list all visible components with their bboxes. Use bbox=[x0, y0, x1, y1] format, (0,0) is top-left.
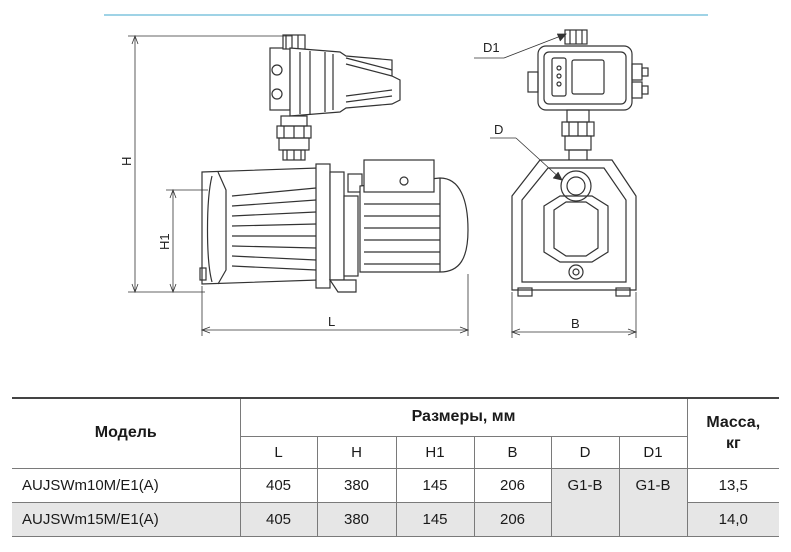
cell-l: 405 bbox=[239, 501, 318, 537]
side-view bbox=[199, 34, 469, 293]
table-row: AUJSWm10M/E1(A) 405 380 145 206 G1-B G1-… bbox=[12, 467, 780, 537]
cell-mass: 14,0 bbox=[686, 501, 780, 537]
column-header: B bbox=[473, 435, 552, 469]
dim-label-d1: D1 bbox=[483, 40, 500, 55]
motor-side bbox=[328, 159, 469, 293]
mass-header: Масса, кг bbox=[686, 397, 780, 469]
column-header: H1 bbox=[395, 435, 475, 469]
column-header: D1 bbox=[618, 435, 688, 469]
table-row: AUJSWm15M/E1(A) 405 380 145 206 14,0 bbox=[12, 501, 780, 537]
model-header: Модель bbox=[12, 397, 241, 469]
column-header: L bbox=[239, 435, 318, 469]
cell-l: 405 bbox=[239, 467, 318, 503]
dimension-lines-front bbox=[474, 33, 638, 338]
cell-d1-shared: G1-B bbox=[618, 467, 688, 537]
table-header-row-1: Модель Размеры, мм Масса, кг bbox=[12, 397, 780, 469]
cell-b: 206 bbox=[473, 467, 552, 503]
cell-h: 380 bbox=[316, 501, 397, 537]
dim-label-h1: H1 bbox=[157, 233, 172, 250]
specifications-table: Модель Размеры, мм Масса, кг L H H1 B D … bbox=[12, 397, 780, 537]
cell-b: 206 bbox=[473, 501, 552, 537]
connector-pipe-front bbox=[561, 109, 595, 163]
dim-label-l: L bbox=[328, 314, 335, 329]
pump-housing-side bbox=[199, 163, 363, 289]
cell-h1: 145 bbox=[395, 501, 475, 537]
connector-pipe-side bbox=[276, 115, 312, 161]
pressure-controller-side bbox=[269, 34, 401, 117]
column-header: D bbox=[550, 435, 620, 469]
column-header: H bbox=[316, 435, 397, 469]
cell-h: 380 bbox=[316, 467, 397, 503]
front-view bbox=[511, 29, 649, 297]
cell-d-shared: G1-B bbox=[550, 467, 620, 537]
dimension-lines-side bbox=[128, 34, 470, 336]
table-header-row-2: L H H1 B D D1 bbox=[12, 435, 779, 469]
pump-technical-drawing: D1 D H H1 L B bbox=[104, 14, 708, 338]
cell-h1: 145 bbox=[395, 467, 475, 503]
dimensions-header: Размеры, мм bbox=[239, 397, 688, 437]
pressure-controller-front bbox=[527, 29, 649, 111]
dim-label-b: B bbox=[571, 316, 580, 331]
model-cell: AUJSWm15M/E1(A) bbox=[12, 501, 241, 537]
dim-label-d: D bbox=[494, 122, 503, 137]
pump-body-front bbox=[511, 159, 637, 297]
model-cell: AUJSWm10M/E1(A) bbox=[12, 467, 241, 503]
dim-label-h: H bbox=[119, 157, 134, 166]
cell-mass: 13,5 bbox=[686, 467, 780, 503]
